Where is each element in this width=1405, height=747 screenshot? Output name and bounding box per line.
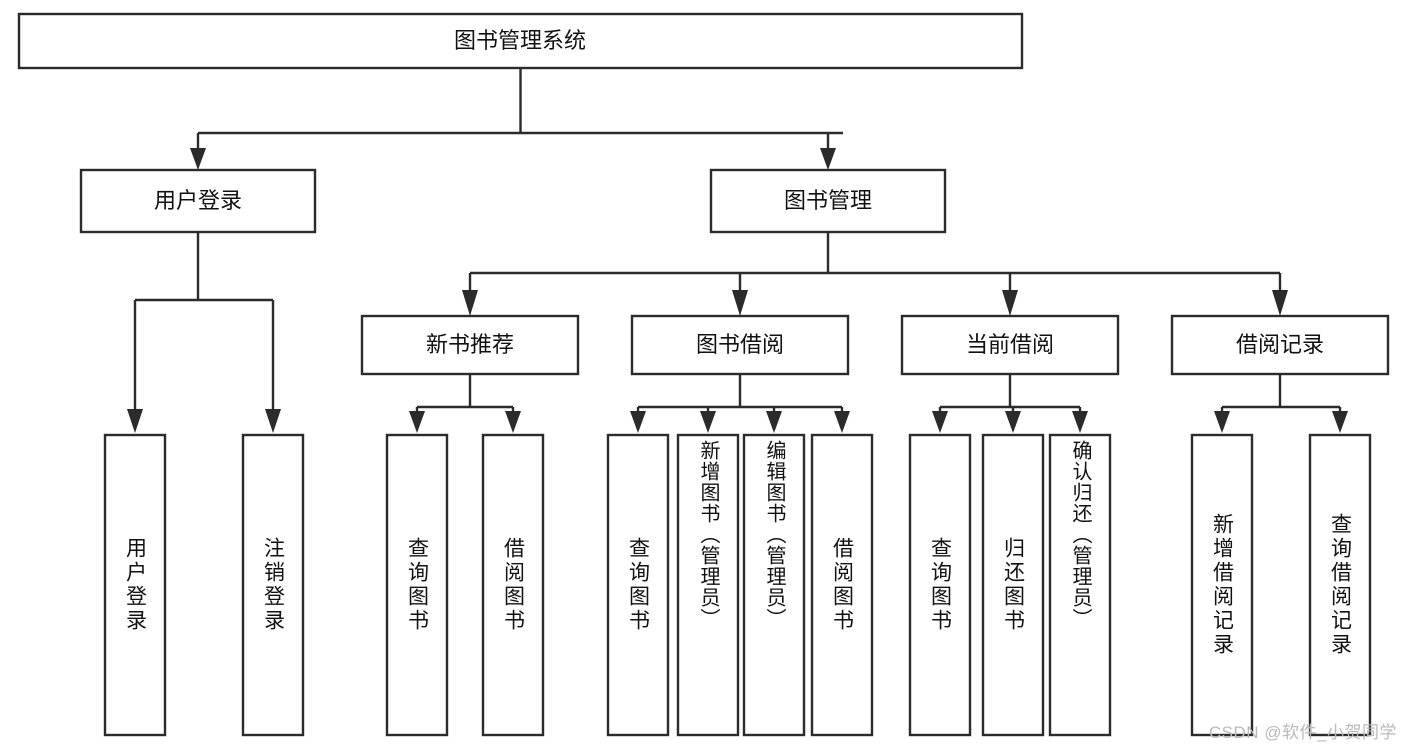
- node-borrow-record-label: 借阅记录: [1236, 332, 1324, 357]
- node-leaf-bookborrow-query-box[interactable]: [606, 433, 670, 737]
- node-user-login-label: 用户登录: [154, 188, 242, 213]
- node-leaf-logout-box[interactable]: [241, 433, 305, 737]
- arrow-currentborrow-leaf-3: [1072, 411, 1088, 433]
- node-leaf-user-login-box[interactable]: [103, 433, 167, 737]
- arrow-currentborrow-leaf-1: [932, 411, 948, 433]
- arrow-to-user-login: [190, 148, 206, 170]
- arrow-to-book-manage: [820, 148, 836, 170]
- arrow-to-book-borrow: [732, 290, 748, 316]
- arrow-currentborrow-leaf-2: [1005, 411, 1021, 433]
- node-leaf-record-query-box[interactable]: [1308, 433, 1372, 737]
- node-leaf-bookborrow-borrow-box[interactable]: [810, 433, 874, 737]
- arrow-newbook-leaf-2: [505, 411, 521, 433]
- node-leaf-bookborrow-edit-box[interactable]: [742, 433, 806, 737]
- node-root-label: 图书管理系统: [454, 28, 586, 53]
- node-leaf-currentborrow-query-box[interactable]: [908, 433, 972, 737]
- arrow-newbook-leaf-1: [409, 411, 425, 433]
- arrow-borrowrecord-leaf-1: [1214, 411, 1230, 433]
- node-book-manage-label: 图书管理: [784, 188, 872, 213]
- node-new-book-recommend-box[interactable]: [360, 314, 580, 376]
- arrow-borrowrecord-leaf-2: [1332, 411, 1348, 433]
- arrow-to-new-book: [462, 290, 478, 316]
- arrow-to-current-borrow: [1002, 290, 1018, 316]
- node-borrow-record-box[interactable]: [1170, 314, 1390, 376]
- node-leaf-newbook-borrow-box[interactable]: [481, 433, 545, 737]
- arrow-bookborrow-leaf-2: [700, 411, 716, 433]
- node-leaf-currentborrow-confirm-box[interactable]: [1048, 433, 1112, 737]
- arrow-userlogin-leaf-1: [127, 409, 143, 433]
- node-current-borrow-label: 当前借阅: [966, 332, 1054, 357]
- node-leaf-currentborrow-return-box[interactable]: [981, 433, 1045, 737]
- node-root-box[interactable]: [17, 12, 1024, 70]
- node-book-borrow-box[interactable]: [630, 314, 850, 376]
- csdn-watermark: CSDN @软件_小贺同学: [1208, 723, 1397, 742]
- node-user-login-box[interactable]: [79, 168, 317, 234]
- node-book-borrow-label: 图书借阅: [696, 332, 784, 357]
- node-leaf-bookborrow-add-box[interactable]: [676, 433, 740, 737]
- node-book-manage-box[interactable]: [709, 168, 947, 234]
- node-leaf-record-add-box[interactable]: [1190, 433, 1254, 737]
- arrow-bookborrow-leaf-4: [834, 411, 850, 433]
- arrow-bookborrow-leaf-3: [766, 411, 782, 433]
- node-current-borrow-box[interactable]: [900, 314, 1120, 376]
- arrow-to-borrow-record: [1272, 290, 1288, 316]
- arrow-userlogin-leaf-2: [265, 409, 281, 433]
- arrow-bookborrow-leaf-1: [630, 411, 646, 433]
- node-leaf-newbook-query-box[interactable]: [385, 433, 449, 737]
- node-new-book-recommend-label: 新书推荐: [426, 332, 514, 357]
- node-layer: 图书管理系统 用户登录 图书管理 新书推荐 图书借阅 当前借阅 借阅记录: [17, 12, 1390, 737]
- connector-layer: [127, 68, 1348, 433]
